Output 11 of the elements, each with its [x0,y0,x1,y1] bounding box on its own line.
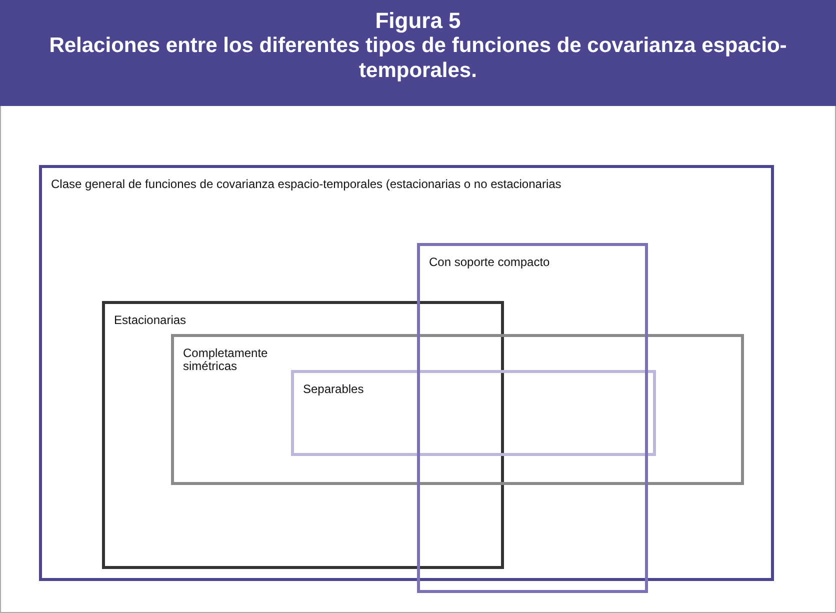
figure-caption: Relaciones entre los diferentes tipos de funciones de covarianza espacio- temporales. [48,33,788,83]
set-label: Completamente simétricas [183,347,269,373]
set-label: Con soporte compacto [429,256,551,269]
set-rectangle [291,370,656,456]
set-rectangle [102,301,504,569]
set-label: Separables [303,383,365,396]
set-rectangle [39,165,774,581]
set-label: Estacionarias [114,314,188,327]
figure-title: Figura 5 [374,8,462,33]
set-rectangle [171,334,744,485]
set-label: Clase general de funciones de covarianza espacio-temporales (estacionarias o no estacionarias [51,178,562,191]
